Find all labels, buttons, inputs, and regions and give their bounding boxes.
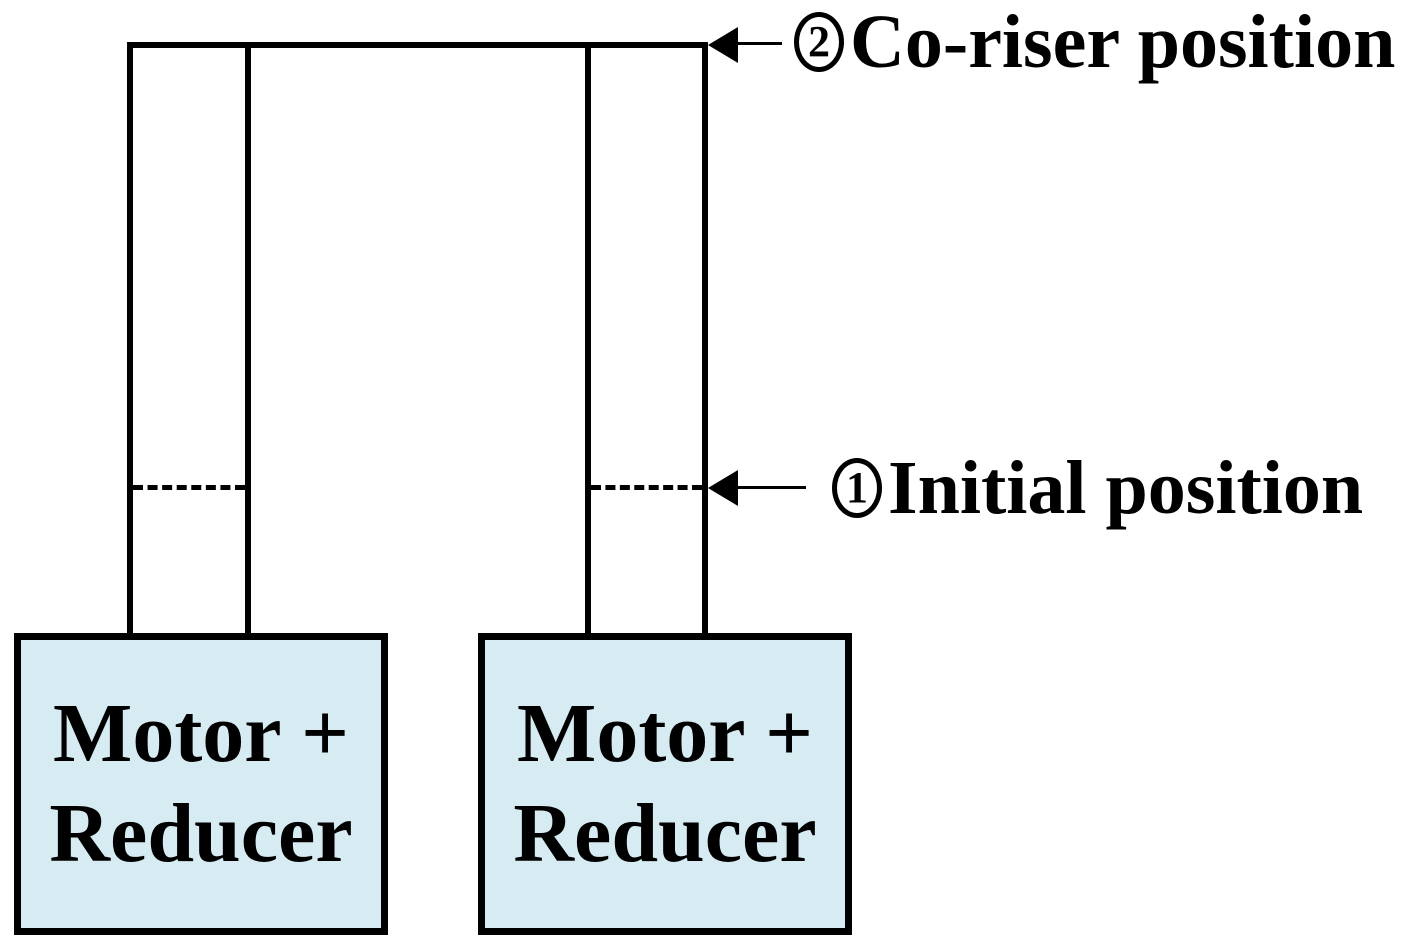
motor-reducer-box-left: Motor + Reducer (14, 633, 388, 935)
motor-reducer-box-right: Motor + Reducer (478, 633, 852, 935)
label-initial-position: 1 Initial position (832, 446, 1363, 530)
label-co-riser-position: 2 Co-riser position (794, 0, 1395, 84)
circled-number-2-text: 2 (808, 17, 830, 66)
right-column-inner-line (585, 42, 591, 635)
co-riser-arrow-line (736, 42, 782, 45)
initial-arrow-line (738, 486, 806, 489)
circled-number-2-icon: 2 (794, 12, 844, 72)
co-riser-position-label: Co-riser position (850, 0, 1396, 84)
motor-reducer-right-line1: Motor + (517, 687, 813, 780)
left-column-outer-line (127, 42, 133, 635)
right-column-outer-line (702, 42, 708, 635)
circled-number-1-text: 1 (846, 463, 868, 512)
initial-position-label: Initial position (888, 445, 1364, 530)
circled-number-1-icon: 1 (832, 458, 882, 518)
initial-position-dash-right (591, 485, 702, 490)
motor-reducer-left-line1: Motor + (53, 687, 349, 780)
initial-arrow-icon (708, 470, 738, 506)
initial-position-dash-left (133, 485, 245, 490)
left-column-inner-line (245, 42, 251, 635)
motor-reducer-left-line2: Reducer (49, 787, 353, 880)
motor-reducer-right-line2: Reducer (513, 787, 817, 880)
co-riser-arrow-icon (708, 27, 738, 63)
co-riser-top-rail (127, 42, 708, 48)
